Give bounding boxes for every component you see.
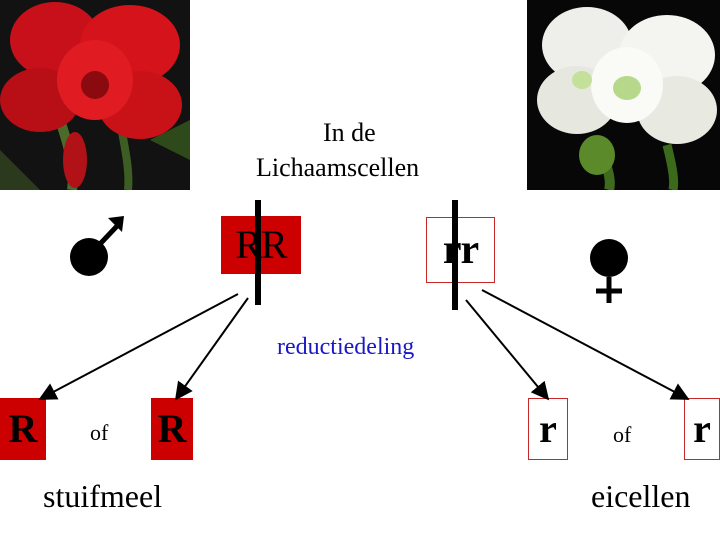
heading-line-1: In de bbox=[323, 118, 376, 147]
female-genotype-box: rr bbox=[426, 217, 495, 283]
arrow-to-female-gamete-left bbox=[465, 299, 550, 401]
arrow-to-male-gamete-right bbox=[174, 297, 249, 401]
male-gamete-left: R bbox=[0, 398, 46, 460]
arrow-to-female-gamete-right bbox=[481, 289, 690, 400]
female-gamete-left-label: r bbox=[539, 406, 557, 451]
female-gamete-left: r bbox=[528, 398, 568, 460]
white-amaryllis-photo bbox=[527, 0, 720, 190]
female-gamete-right-label: r bbox=[693, 406, 711, 451]
male-or-label: of bbox=[90, 420, 109, 445]
male-genotype-label: RR bbox=[235, 225, 287, 265]
male-gamete-right: R bbox=[151, 398, 193, 460]
female-or-label: of bbox=[613, 422, 632, 447]
process-label: reductiedeling bbox=[277, 334, 415, 360]
arrow-to-male-gamete-left bbox=[38, 293, 239, 400]
red-amaryllis-photo bbox=[0, 0, 190, 190]
male-symbol-icon bbox=[70, 216, 124, 276]
male-caption: stuifmeel bbox=[43, 478, 163, 514]
female-symbol-icon bbox=[590, 239, 628, 303]
female-genotype-label: rr bbox=[442, 227, 479, 273]
male-gamete-left-label: R bbox=[8, 406, 38, 451]
male-gamete-right-label: R bbox=[157, 406, 187, 451]
heading-line-2: Lichaamscellen bbox=[256, 153, 420, 182]
female-caption: eicellen bbox=[591, 478, 691, 514]
